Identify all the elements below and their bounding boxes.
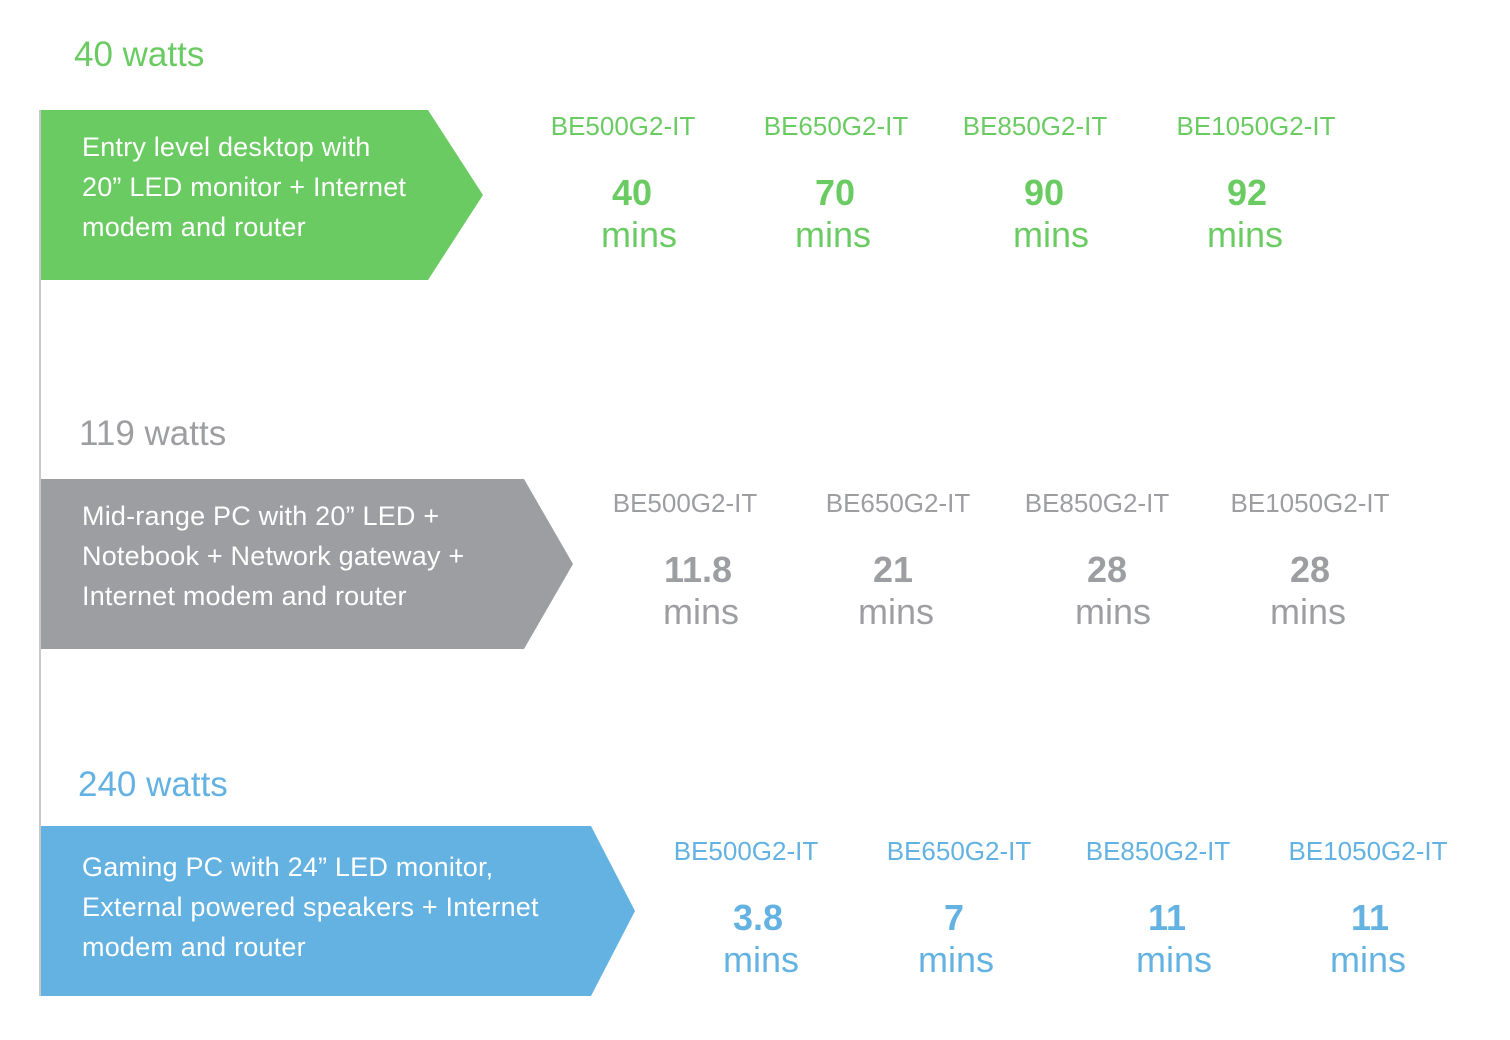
model-name: BE500G2-IT: [612, 488, 758, 518]
description-arrow: [41, 479, 573, 649]
model-name: BE850G2-IT: [1024, 488, 1170, 518]
runtime-unit: mins: [662, 591, 740, 632]
description-text: Mid-range PC with 20” LED + Notebook + N…: [82, 496, 464, 616]
model-name: BE850G2-IT: [1085, 836, 1231, 866]
model-name: BE1050G2-IT: [1230, 488, 1390, 518]
runtime-unit: mins: [1329, 939, 1407, 980]
runtime-unit: mins: [1269, 591, 1347, 632]
description-arrow: [41, 826, 635, 996]
model-name: BE650G2-IT: [886, 836, 1032, 866]
description-text: Entry level desktop with 20” LED monitor…: [82, 127, 406, 247]
description-line: Internet modem and router: [82, 581, 407, 611]
model-name: BE1050G2-IT: [1176, 111, 1336, 141]
runtime-unit: mins: [857, 591, 935, 632]
runtime-value: 21: [872, 549, 914, 590]
watts-label: 240 watts: [78, 765, 228, 804]
runtime-unit: mins: [1012, 214, 1090, 255]
runtime-value: 11: [1350, 897, 1390, 938]
runtime-unit: mins: [600, 214, 678, 255]
description-arrow: [41, 110, 483, 280]
runtime-value: 40: [611, 172, 653, 213]
watts-label: 40 watts: [74, 35, 205, 74]
description-line: Gaming PC with 24” LED monitor,: [82, 852, 494, 882]
description-line: Entry level desktop with: [82, 132, 371, 162]
runtime-value: 70: [814, 172, 856, 213]
runtime-value: 92: [1226, 172, 1268, 213]
model-name: BE500G2-IT: [673, 836, 819, 866]
description-line: modem and router: [82, 932, 306, 962]
runtime-value: 28: [1289, 549, 1331, 590]
runtime-value: 7: [943, 897, 965, 938]
runtime-unit: mins: [794, 214, 872, 255]
runtime-unit: mins: [1074, 591, 1152, 632]
runtime-value: 28: [1086, 549, 1128, 590]
runtime-value: 3.8: [732, 897, 784, 938]
description-line: Mid-range PC with 20” LED +: [82, 501, 440, 531]
watts-label: 119 watts: [79, 414, 227, 453]
model-name: BE850G2-IT: [962, 111, 1108, 141]
runtime-unit: mins: [1206, 214, 1284, 255]
runtime-unit: mins: [917, 939, 995, 980]
runtime-value: 11: [1147, 897, 1187, 938]
model-name: BE650G2-IT: [825, 488, 971, 518]
model-name: BE500G2-IT: [550, 111, 696, 141]
description-text: Gaming PC with 24” LED monitor, External…: [82, 847, 539, 967]
runtime-value: 11.8: [663, 549, 733, 590]
description-line: modem and router: [82, 212, 306, 242]
description-line: External powered speakers + Internet: [82, 892, 539, 922]
runtime-unit: mins: [1135, 939, 1213, 980]
timeline-line: [39, 110, 41, 996]
runtime-value: 90: [1023, 172, 1065, 213]
description-line: 20” LED monitor + Internet: [82, 172, 407, 202]
runtime-unit: mins: [722, 939, 800, 980]
description-line: Notebook + Network gateway +: [82, 541, 465, 571]
model-name: BE650G2-IT: [763, 111, 909, 141]
model-name: BE1050G2-IT: [1288, 836, 1448, 866]
